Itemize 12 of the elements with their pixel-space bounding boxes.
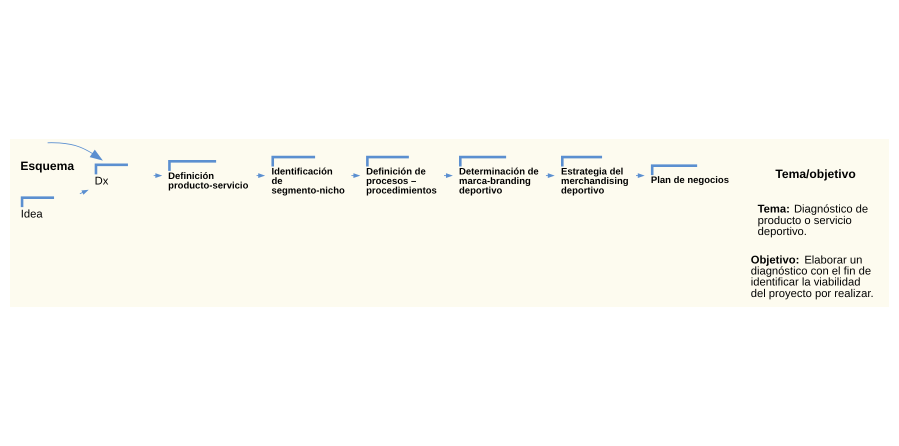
node-text: Definición producto-servicio xyxy=(168,170,248,192)
node-text: Definición de procesos – procedimientos xyxy=(366,166,437,197)
node-text: Determinación de marca-branding deportivo xyxy=(459,166,539,197)
label: Tema: Diagnóstico de producto o servicio deportivo. xyxy=(758,204,868,238)
node-text: Dx xyxy=(94,176,108,188)
label: Esquema xyxy=(20,159,74,174)
node-text: Idea xyxy=(20,208,43,220)
label: Tema/objetivo xyxy=(775,166,856,181)
node-text: Plan de negocios xyxy=(650,175,730,186)
node-text: Identificación de segmento-nicho xyxy=(271,166,345,197)
label: Objetivo: Elaborar un diagnóstico con el fin de identificar la viabilidad del proyecto por realizar. xyxy=(750,254,874,300)
node-text: Estrategia del merchandising deportivo xyxy=(561,166,629,197)
